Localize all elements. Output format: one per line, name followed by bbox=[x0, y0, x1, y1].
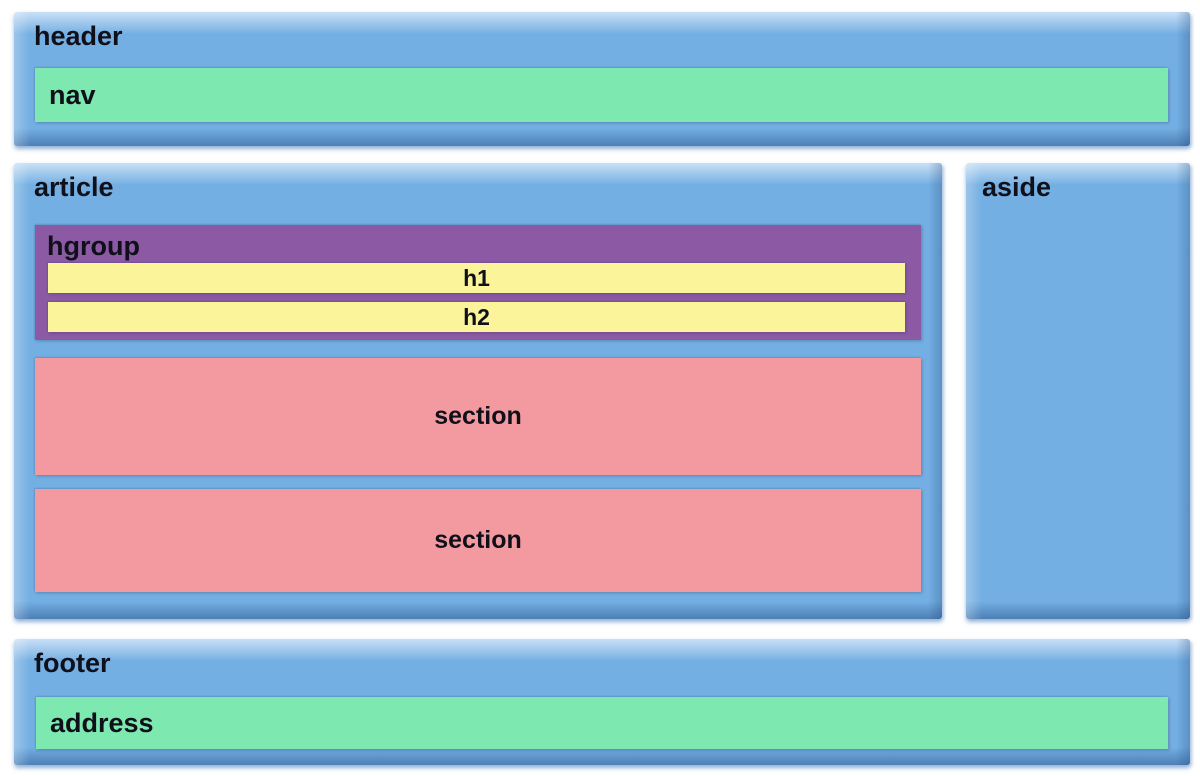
article-label: article bbox=[34, 172, 114, 202]
aside-label: aside bbox=[982, 172, 1052, 202]
header-label: header bbox=[34, 21, 123, 51]
section-label: section bbox=[434, 402, 522, 430]
h1-label: h1 bbox=[463, 264, 490, 291]
section-bar: section bbox=[35, 358, 921, 475]
h2-label: h2 bbox=[463, 303, 490, 330]
address-label: address bbox=[50, 707, 154, 738]
h1-bar: h1 bbox=[48, 263, 905, 293]
header-block: header nav bbox=[14, 12, 1190, 146]
h2-bar: h2 bbox=[48, 302, 905, 332]
nav-bar: nav bbox=[35, 68, 1168, 122]
hgroup-label: hgroup bbox=[47, 231, 140, 261]
hgroup-block: hgroup h1 h2 bbox=[35, 225, 921, 340]
address-bar: address bbox=[36, 697, 1168, 749]
article-block: article hgroup h1 h2 section section bbox=[14, 163, 942, 619]
section-bar: section bbox=[35, 489, 921, 592]
aside-block: aside bbox=[966, 163, 1190, 619]
section-label: section bbox=[434, 526, 522, 554]
nav-label: nav bbox=[49, 79, 96, 110]
footer-label: footer bbox=[34, 648, 111, 678]
footer-block: footer address bbox=[14, 639, 1190, 765]
